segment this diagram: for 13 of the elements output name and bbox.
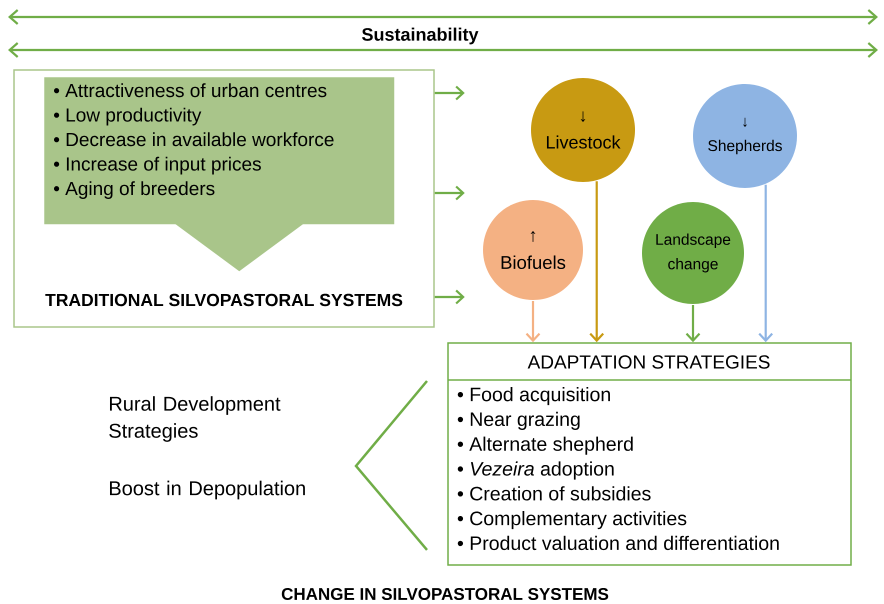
arrow — [758, 184, 774, 342]
arrow — [434, 290, 465, 304]
arrow — [589, 181, 604, 342]
side-label: Boost in Depopulation — [110, 480, 305, 500]
arrow — [686, 305, 700, 342]
arrow — [526, 301, 540, 342]
side-label: Rural Development Strategies — [109, 396, 280, 442]
arrow — [434, 186, 465, 200]
strategy-box: ADAPTATION STRATEGIES • Food acquisition • Near grazing • Alternate shepherd • Vezeira adoption • Creation of subsidies • Complementary activities • Product valuation and differentiation — [447, 342, 852, 566]
caption: CHANGE IN SILVOPASTORAL SYSTEMS — [282, 588, 608, 600]
heading: Sustainability — [360, 26, 480, 46]
arrow — [434, 86, 465, 100]
arrow-shape-box: • Attractiveness of urban centres • Low productivity • Decrease in available workforce • Increase of input prices • Aging of breeders — [44, 77, 394, 272]
